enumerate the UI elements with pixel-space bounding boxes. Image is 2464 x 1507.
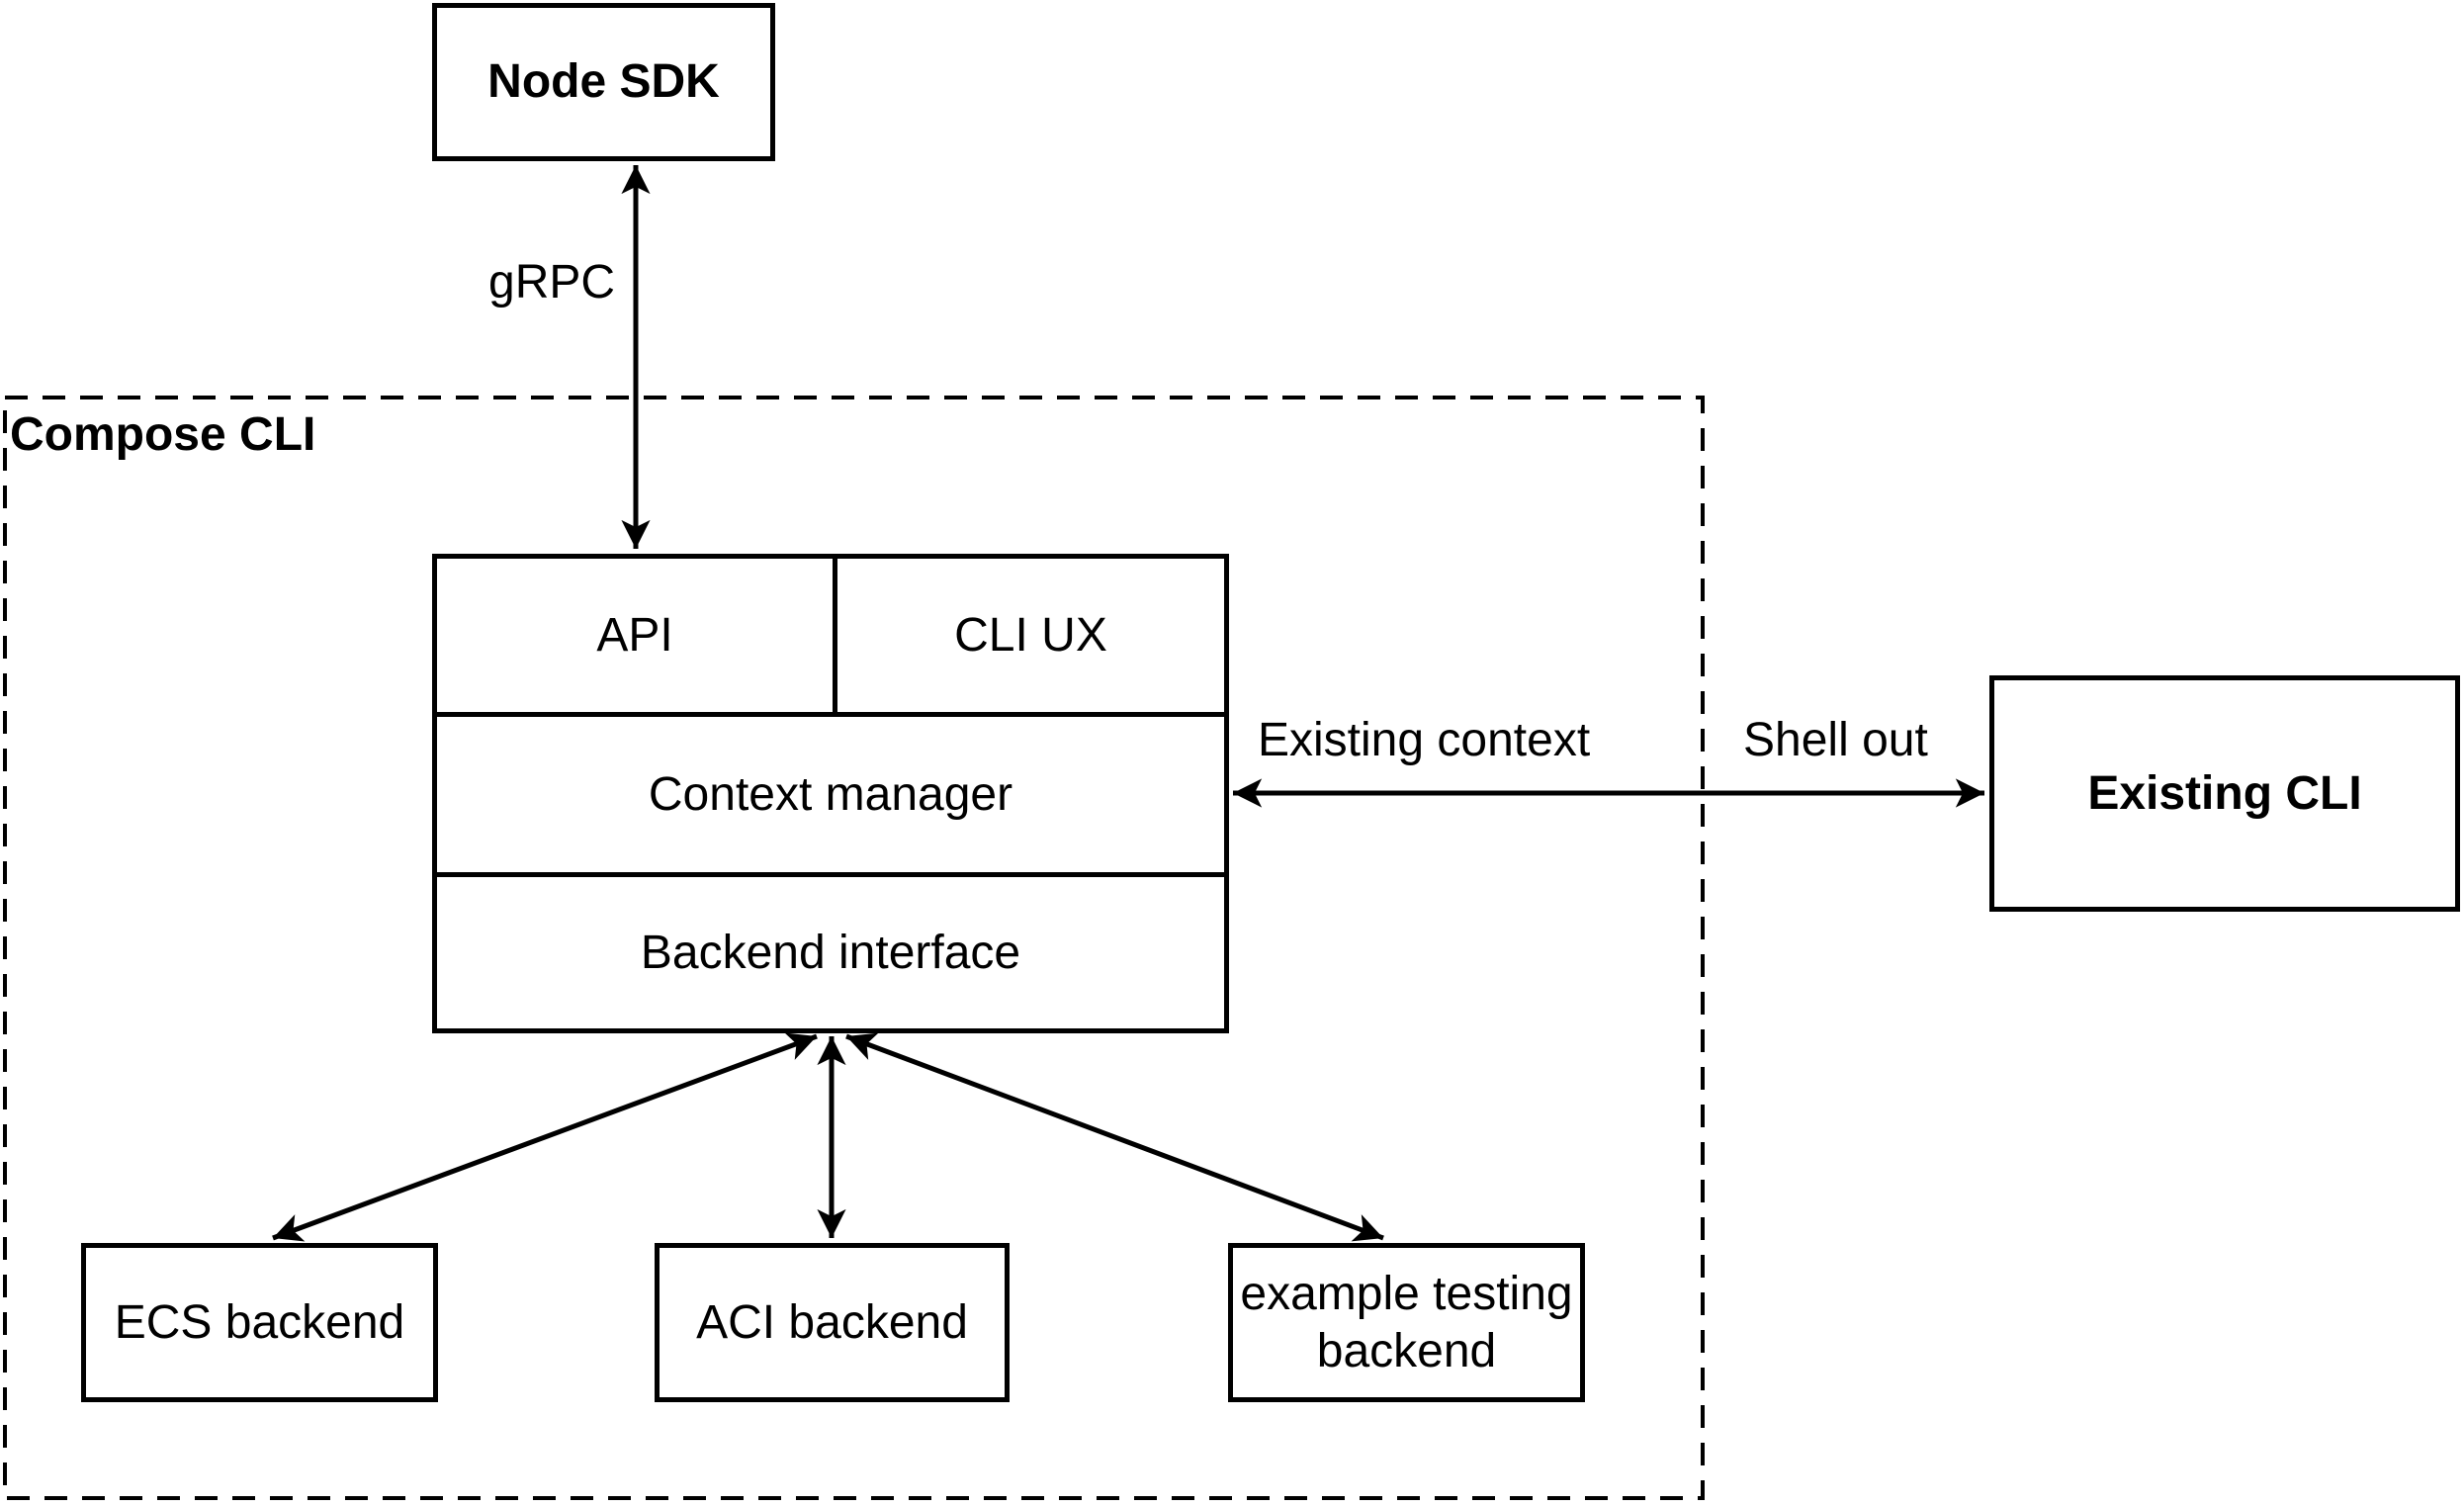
example-testing-backend-arrow	[845, 1032, 1384, 1242]
context-manager-box: Context manager	[437, 717, 1224, 877]
backend-interface-label: Backend interface	[640, 927, 1021, 979]
api-box: API	[437, 559, 837, 712]
stack-top-row: API CLI UX	[437, 559, 1224, 717]
compose-cli-container-label: Compose CLI	[10, 408, 316, 461]
example-testing-backend-box: example testing backend	[1228, 1243, 1585, 1402]
example-testing-backend-label: example testing backend	[1240, 1267, 1573, 1377]
compose-cli-stack-box: API CLI UX Context manager Backend inter…	[432, 554, 1229, 1033]
aci-backend-label: ACI backend	[696, 1295, 968, 1349]
ecs-backend-arrow	[272, 1032, 818, 1242]
api-label: API	[596, 609, 673, 662]
ecs-backend-label: ECS backend	[114, 1295, 405, 1349]
shell-out-edge-label: Shell out	[1743, 713, 1928, 767]
existing-cli-box: Existing CLI	[1989, 675, 2460, 912]
context-manager-label: Context manager	[648, 768, 1013, 821]
grpc-edge-label: gRPC	[488, 255, 616, 310]
cli-ux-label: CLI UX	[954, 609, 1107, 662]
node-sdk-box: Node SDK	[432, 3, 775, 161]
cli-ux-box: CLI UX	[837, 559, 1224, 712]
aci-backend-box: ACI backend	[655, 1243, 1010, 1402]
existing-cli-label: Existing CLI	[2087, 766, 2362, 820]
existing-context-edge-label: Existing context	[1258, 713, 1591, 767]
backend-interface-box: Backend interface	[437, 877, 1224, 1028]
ecs-backend-box: ECS backend	[81, 1243, 438, 1402]
node-sdk-label: Node SDK	[487, 55, 720, 109]
